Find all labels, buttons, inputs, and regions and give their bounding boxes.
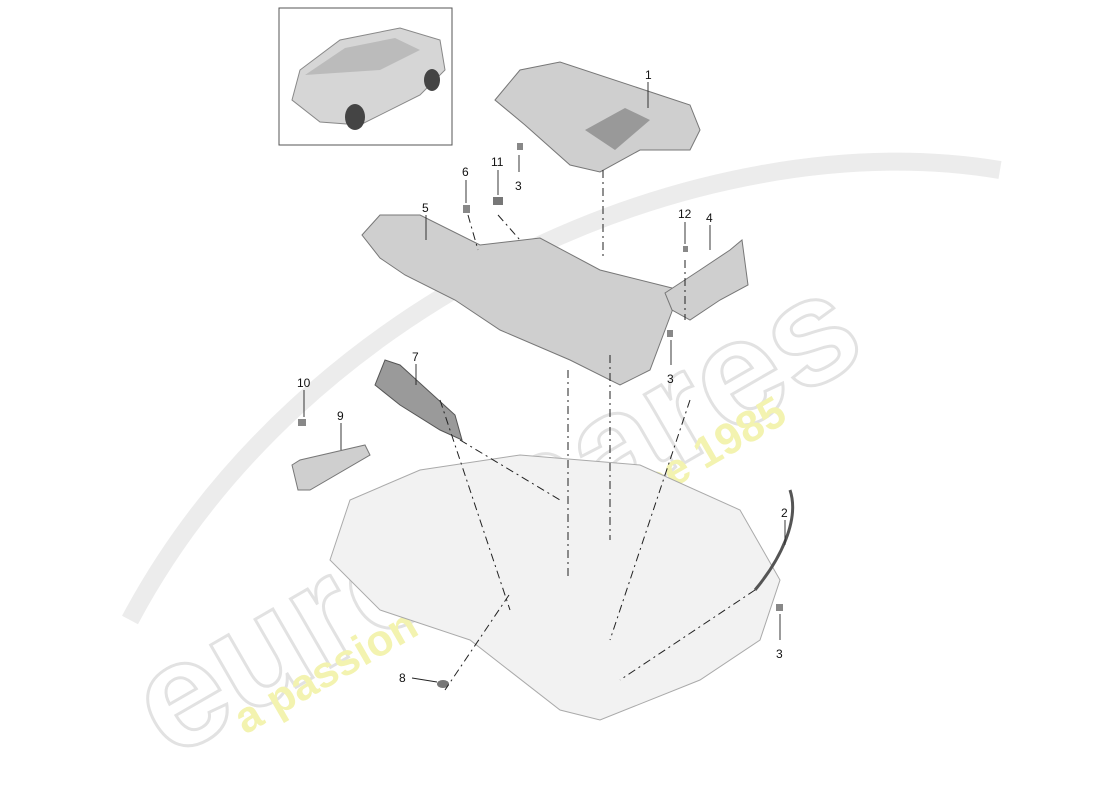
part-9-trim-panel bbox=[291, 444, 371, 491]
part-4-side-trim bbox=[664, 239, 749, 321]
callout-1[interactable]: 1 bbox=[645, 68, 652, 82]
callout-3[interactable]: 3 bbox=[667, 372, 674, 386]
trunk-lid bbox=[329, 454, 781, 721]
callout-4[interactable]: 4 bbox=[706, 211, 713, 225]
callout-5[interactable]: 5 bbox=[422, 201, 429, 215]
leader-lines bbox=[303, 82, 786, 683]
part-12-fastener bbox=[683, 246, 688, 252]
callout-9[interactable]: 9 bbox=[337, 409, 344, 423]
part-2-cable bbox=[753, 489, 795, 591]
callout-10[interactable]: 10 bbox=[297, 376, 311, 390]
callout-3[interactable]: 3 bbox=[776, 647, 783, 661]
callout-6[interactable]: 6 bbox=[462, 165, 469, 179]
callout-3[interactable]: 3 bbox=[515, 179, 522, 193]
assembly-lines bbox=[439, 170, 756, 691]
part-10-clip bbox=[298, 419, 306, 426]
part-1-rear-shelf bbox=[494, 61, 701, 173]
part-8-plug bbox=[437, 680, 449, 688]
part-3-nut bbox=[776, 604, 783, 611]
part-3-nut bbox=[667, 330, 673, 337]
callout-8[interactable]: 8 bbox=[399, 671, 406, 685]
part-11-clip bbox=[493, 197, 503, 205]
callout-2[interactable]: 2 bbox=[781, 506, 788, 520]
thumbnail-car[interactable] bbox=[278, 7, 453, 146]
part-6-clip bbox=[463, 205, 470, 213]
callout-11[interactable]: 11 bbox=[491, 155, 504, 169]
part-7-side-trim bbox=[374, 359, 463, 441]
callout-12[interactable]: 12 bbox=[678, 207, 692, 221]
part-5-lining bbox=[361, 214, 681, 386]
callouts: 1 11 6 3 5 12 4 3 7 10 9 2 3 8 bbox=[297, 68, 788, 685]
part-3-nut bbox=[517, 143, 523, 150]
part-1-mesh bbox=[585, 108, 650, 150]
callout-7[interactable]: 7 bbox=[412, 350, 419, 364]
car-overview-icon bbox=[291, 27, 446, 130]
